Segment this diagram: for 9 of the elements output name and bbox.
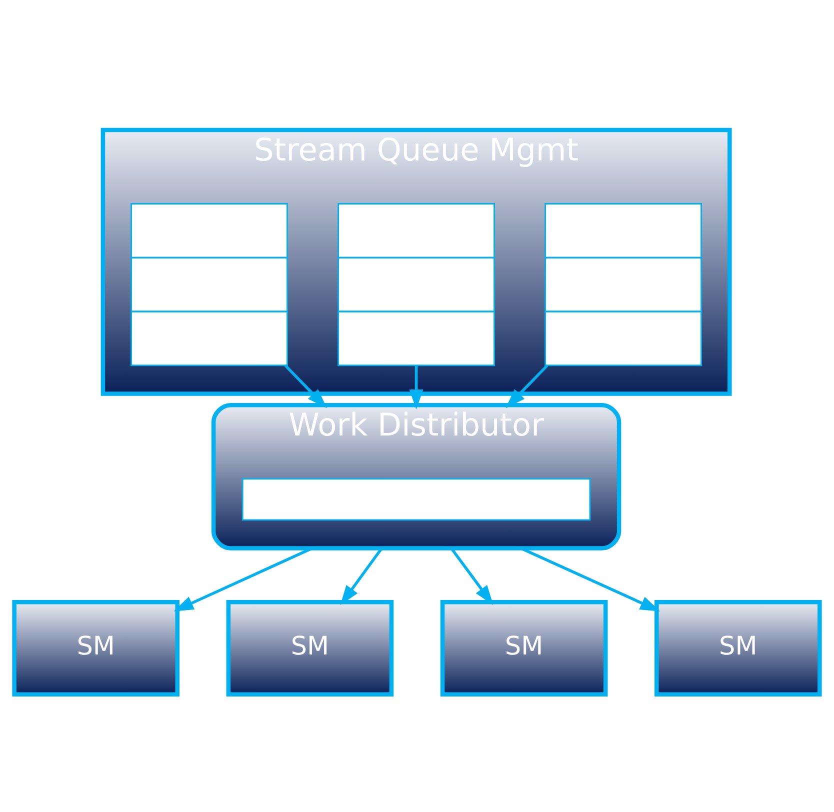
node-bar [242, 478, 591, 520]
cluster: Work Distributor [211, 402, 622, 550]
node-box: SM [226, 600, 394, 696]
node-box: SM [440, 600, 608, 696]
arrow [409, 365, 424, 409]
node-box: SM [654, 600, 822, 696]
arrow [284, 364, 327, 408]
node-box: SM [12, 600, 180, 696]
arrow [506, 364, 548, 408]
